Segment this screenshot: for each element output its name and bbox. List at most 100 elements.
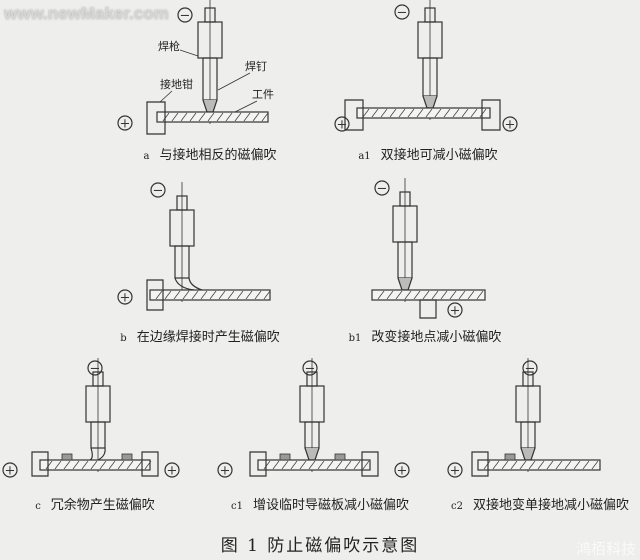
- watermark: www.newMaker.com: [4, 4, 169, 23]
- hatch: [389, 108, 397, 118]
- gun-nozzle: [174, 245, 190, 279]
- hatch: [164, 290, 172, 300]
- plus-icon: +: [502, 116, 518, 133]
- hatch: [162, 112, 170, 122]
- hatch: [458, 290, 466, 300]
- workpiece-plate: [356, 107, 491, 119]
- workpiece-plate: [149, 289, 271, 301]
- ground-clamp: [31, 451, 49, 477]
- hatch: [573, 460, 581, 470]
- welding-gun: [299, 358, 325, 472]
- hatch: [216, 112, 224, 122]
- plus-icon: +: [117, 115, 133, 132]
- hatch: [261, 112, 269, 122]
- minus-icon: −: [302, 360, 318, 377]
- hatch: [263, 460, 271, 470]
- corner-mark: 鸿栢科技: [575, 540, 636, 558]
- hatch: [191, 290, 199, 300]
- hatch: [209, 290, 217, 300]
- hatch: [395, 290, 403, 300]
- sign-circle: [2, 462, 18, 478]
- hatch: [234, 112, 242, 122]
- sign-circle: [117, 115, 133, 131]
- debris: [61, 453, 73, 461]
- workpiece: [39, 459, 152, 471]
- sign-text: +: [120, 117, 131, 132]
- sign-text: −: [305, 362, 316, 377]
- sign-text: +: [450, 304, 461, 319]
- plus-icon: +: [447, 462, 463, 479]
- minus-icon: −: [522, 360, 538, 377]
- plus-icon: +: [164, 462, 180, 479]
- hatch: [245, 290, 253, 300]
- hatch: [564, 460, 572, 470]
- bent-arc: [89, 447, 93, 461]
- hatch: [582, 460, 590, 470]
- hatch: [198, 112, 206, 122]
- hatch: [528, 460, 536, 470]
- hatch: [546, 460, 554, 470]
- arc-cone: [304, 447, 320, 461]
- ground-clamp: [361, 451, 379, 477]
- welding-gun: [417, 0, 443, 120]
- hatch: [207, 112, 215, 122]
- arc-cone: [422, 95, 438, 109]
- minus-icon: −: [374, 180, 390, 197]
- hatch: [54, 460, 62, 470]
- minus-icon: −: [150, 182, 166, 199]
- ground-clamp: [344, 99, 364, 131]
- minus-icon: −: [394, 4, 410, 21]
- debris: [334, 453, 346, 461]
- sign-text: +: [337, 118, 348, 133]
- sign-text: +: [167, 464, 178, 479]
- hatch: [470, 108, 478, 118]
- hatch: [155, 290, 163, 300]
- ground-clamp: [249, 451, 267, 477]
- sign-text: +: [397, 464, 408, 479]
- sign-text: −: [90, 362, 101, 377]
- sign-text: +: [450, 464, 461, 479]
- hatch: [180, 112, 188, 122]
- welding-gun: [515, 358, 541, 472]
- hatch: [254, 290, 262, 300]
- callout-leader: [234, 100, 258, 113]
- hatch: [461, 108, 469, 118]
- hatch: [476, 290, 484, 300]
- hatch: [422, 290, 430, 300]
- sign-circle: [447, 302, 463, 318]
- hatch: [416, 108, 424, 118]
- plus-icon: +: [117, 289, 133, 306]
- hatch: [386, 290, 394, 300]
- hatch: [404, 290, 412, 300]
- workpiece: [477, 459, 601, 471]
- hatch: [413, 290, 421, 300]
- callout-leader: [217, 72, 251, 91]
- debris: [279, 453, 291, 461]
- hatch: [173, 290, 181, 300]
- hatch: [290, 460, 298, 470]
- sign-circle: [302, 360, 318, 376]
- hatch: [200, 290, 208, 300]
- hatch: [353, 460, 361, 470]
- hatch: [182, 290, 190, 300]
- sign-text: +: [5, 464, 16, 479]
- hatch: [483, 460, 491, 470]
- welding-gun: [85, 358, 111, 472]
- hatch: [281, 460, 289, 470]
- hatch: [45, 460, 53, 470]
- sign-text: −: [525, 362, 536, 377]
- gun-nozzle: [90, 421, 106, 449]
- workpiece-plate: [156, 111, 269, 123]
- hatch: [467, 290, 475, 300]
- hatch: [317, 460, 325, 470]
- hatch: [308, 460, 316, 470]
- hatch: [377, 290, 385, 300]
- callout-stud: 焊钉: [245, 60, 267, 73]
- sign-text: −: [397, 6, 408, 21]
